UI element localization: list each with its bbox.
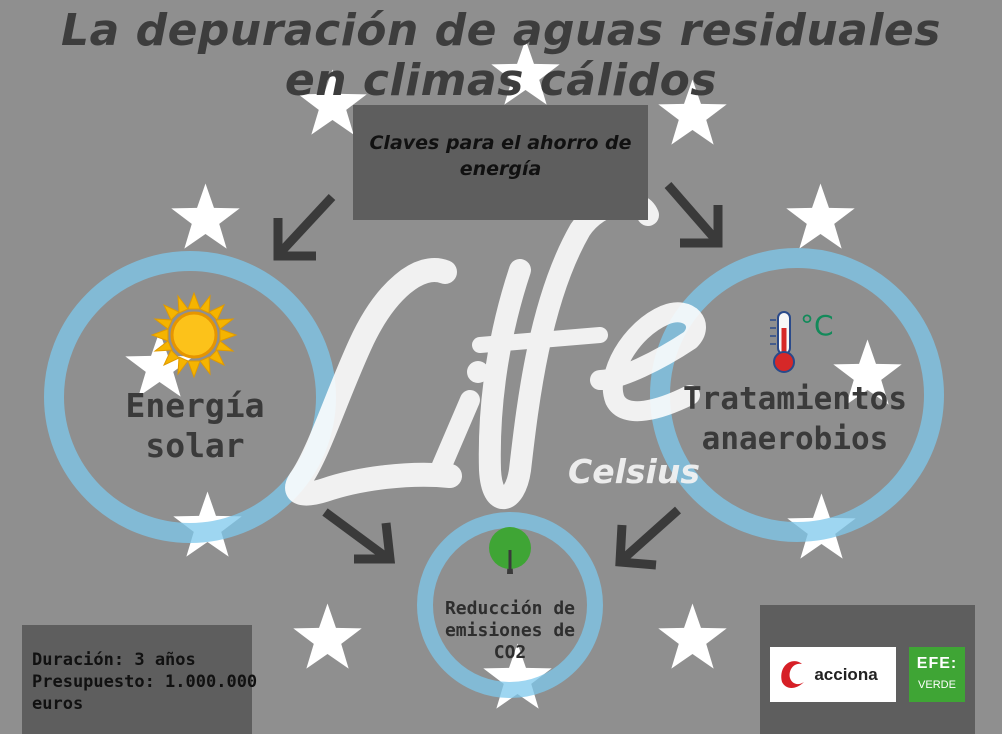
co2-node-label: Reducción de emisiones de CO2 (415, 598, 605, 664)
keys-box: Claves para el ahorro de energía (353, 105, 648, 220)
page-title: La depuración de aguas residuales en cli… (0, 6, 1002, 106)
arrow-icon (615, 506, 681, 570)
arrows (273, 182, 723, 570)
acciona-logo: acciona (770, 647, 896, 702)
ring-anaerobic (650, 248, 944, 542)
solar-line-1: Energía (125, 386, 265, 425)
efe-logo-text: EFE: (916, 655, 958, 672)
solar-line-2: solar (145, 426, 245, 465)
anaerobic-line-2: anaerobios (701, 421, 889, 457)
budget-unit-text: euros (32, 694, 84, 714)
budget-text: Presupuesto: 1.000.000 (32, 672, 258, 692)
verde-logo-text: VERDE (918, 679, 956, 691)
arrow-icon (273, 193, 336, 261)
arrow-icon (664, 182, 723, 248)
star-icon (293, 603, 362, 669)
anaerobic-line-1: Tratamientos (683, 381, 907, 417)
co2-line-3: CO2 (493, 642, 527, 663)
star-icon (171, 183, 240, 249)
co2-line-1: Reducción de (444, 598, 576, 619)
co2-line-2: emisiones de (444, 620, 576, 641)
anaerobic-node-label: Tratamientos anaerobios (650, 379, 940, 459)
life-logo (285, 192, 706, 509)
project-info-box: Duración: 3 años Presupuesto: 1.000.000 … (22, 625, 258, 734)
arrow-icon (322, 508, 396, 564)
keys-box-text: Claves para el ahorro de energía (369, 131, 632, 180)
solar-node-label: Energía solar (60, 386, 330, 466)
star-icon (658, 603, 727, 669)
star-icon (786, 183, 855, 249)
celsius-wordmark: Celsius (568, 452, 700, 491)
title-line-2: en climas cálidos (284, 55, 718, 106)
efe-verde-logo: EFE: VERDE (909, 647, 965, 702)
duration-text: Duración: 3 años (32, 650, 196, 670)
ring-co2 (417, 512, 603, 698)
acciona-logo-text: acciona (814, 664, 878, 684)
partners-box: acciona EFE: VERDE (760, 605, 975, 734)
title-line-1: La depuración de aguas residuales (61, 5, 941, 56)
celsius-unit-label: °C (800, 309, 834, 342)
